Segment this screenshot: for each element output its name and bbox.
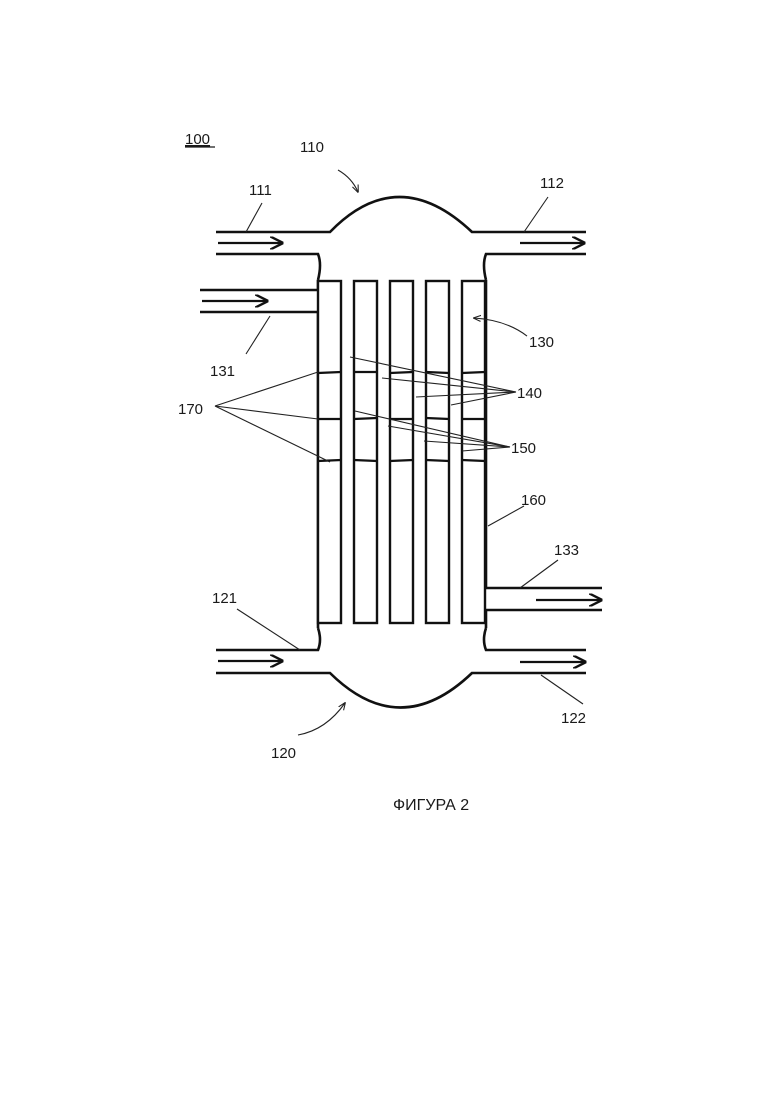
label-112: 112 [540,175,564,192]
tube-1 [318,281,341,623]
label-122: 122 [561,710,586,727]
label-121: 121 [212,590,237,607]
figure-caption: ФИГУРА 2 [393,797,469,814]
label-160: 160 [521,492,546,509]
label-130: 130 [529,334,554,351]
tube-bundle [318,281,485,623]
label-100: 100 [185,131,210,148]
label-140: 140 [517,385,542,402]
label-133: 133 [554,542,579,559]
label-120: 120 [271,745,296,762]
label-131: 131 [210,363,235,380]
tube-3 [390,281,413,623]
bottom-chamber [216,628,586,708]
tube-4 [426,281,449,623]
reference-labels: 100 110 111 112 130 131 140 170 150 160 … [178,131,586,762]
label-111: 111 [249,182,272,199]
tube-5 [462,281,485,623]
tube-2 [354,281,377,623]
top-chamber [216,197,586,280]
label-170: 170 [178,401,203,418]
label-150: 150 [511,440,536,457]
label-110: 110 [300,139,324,156]
